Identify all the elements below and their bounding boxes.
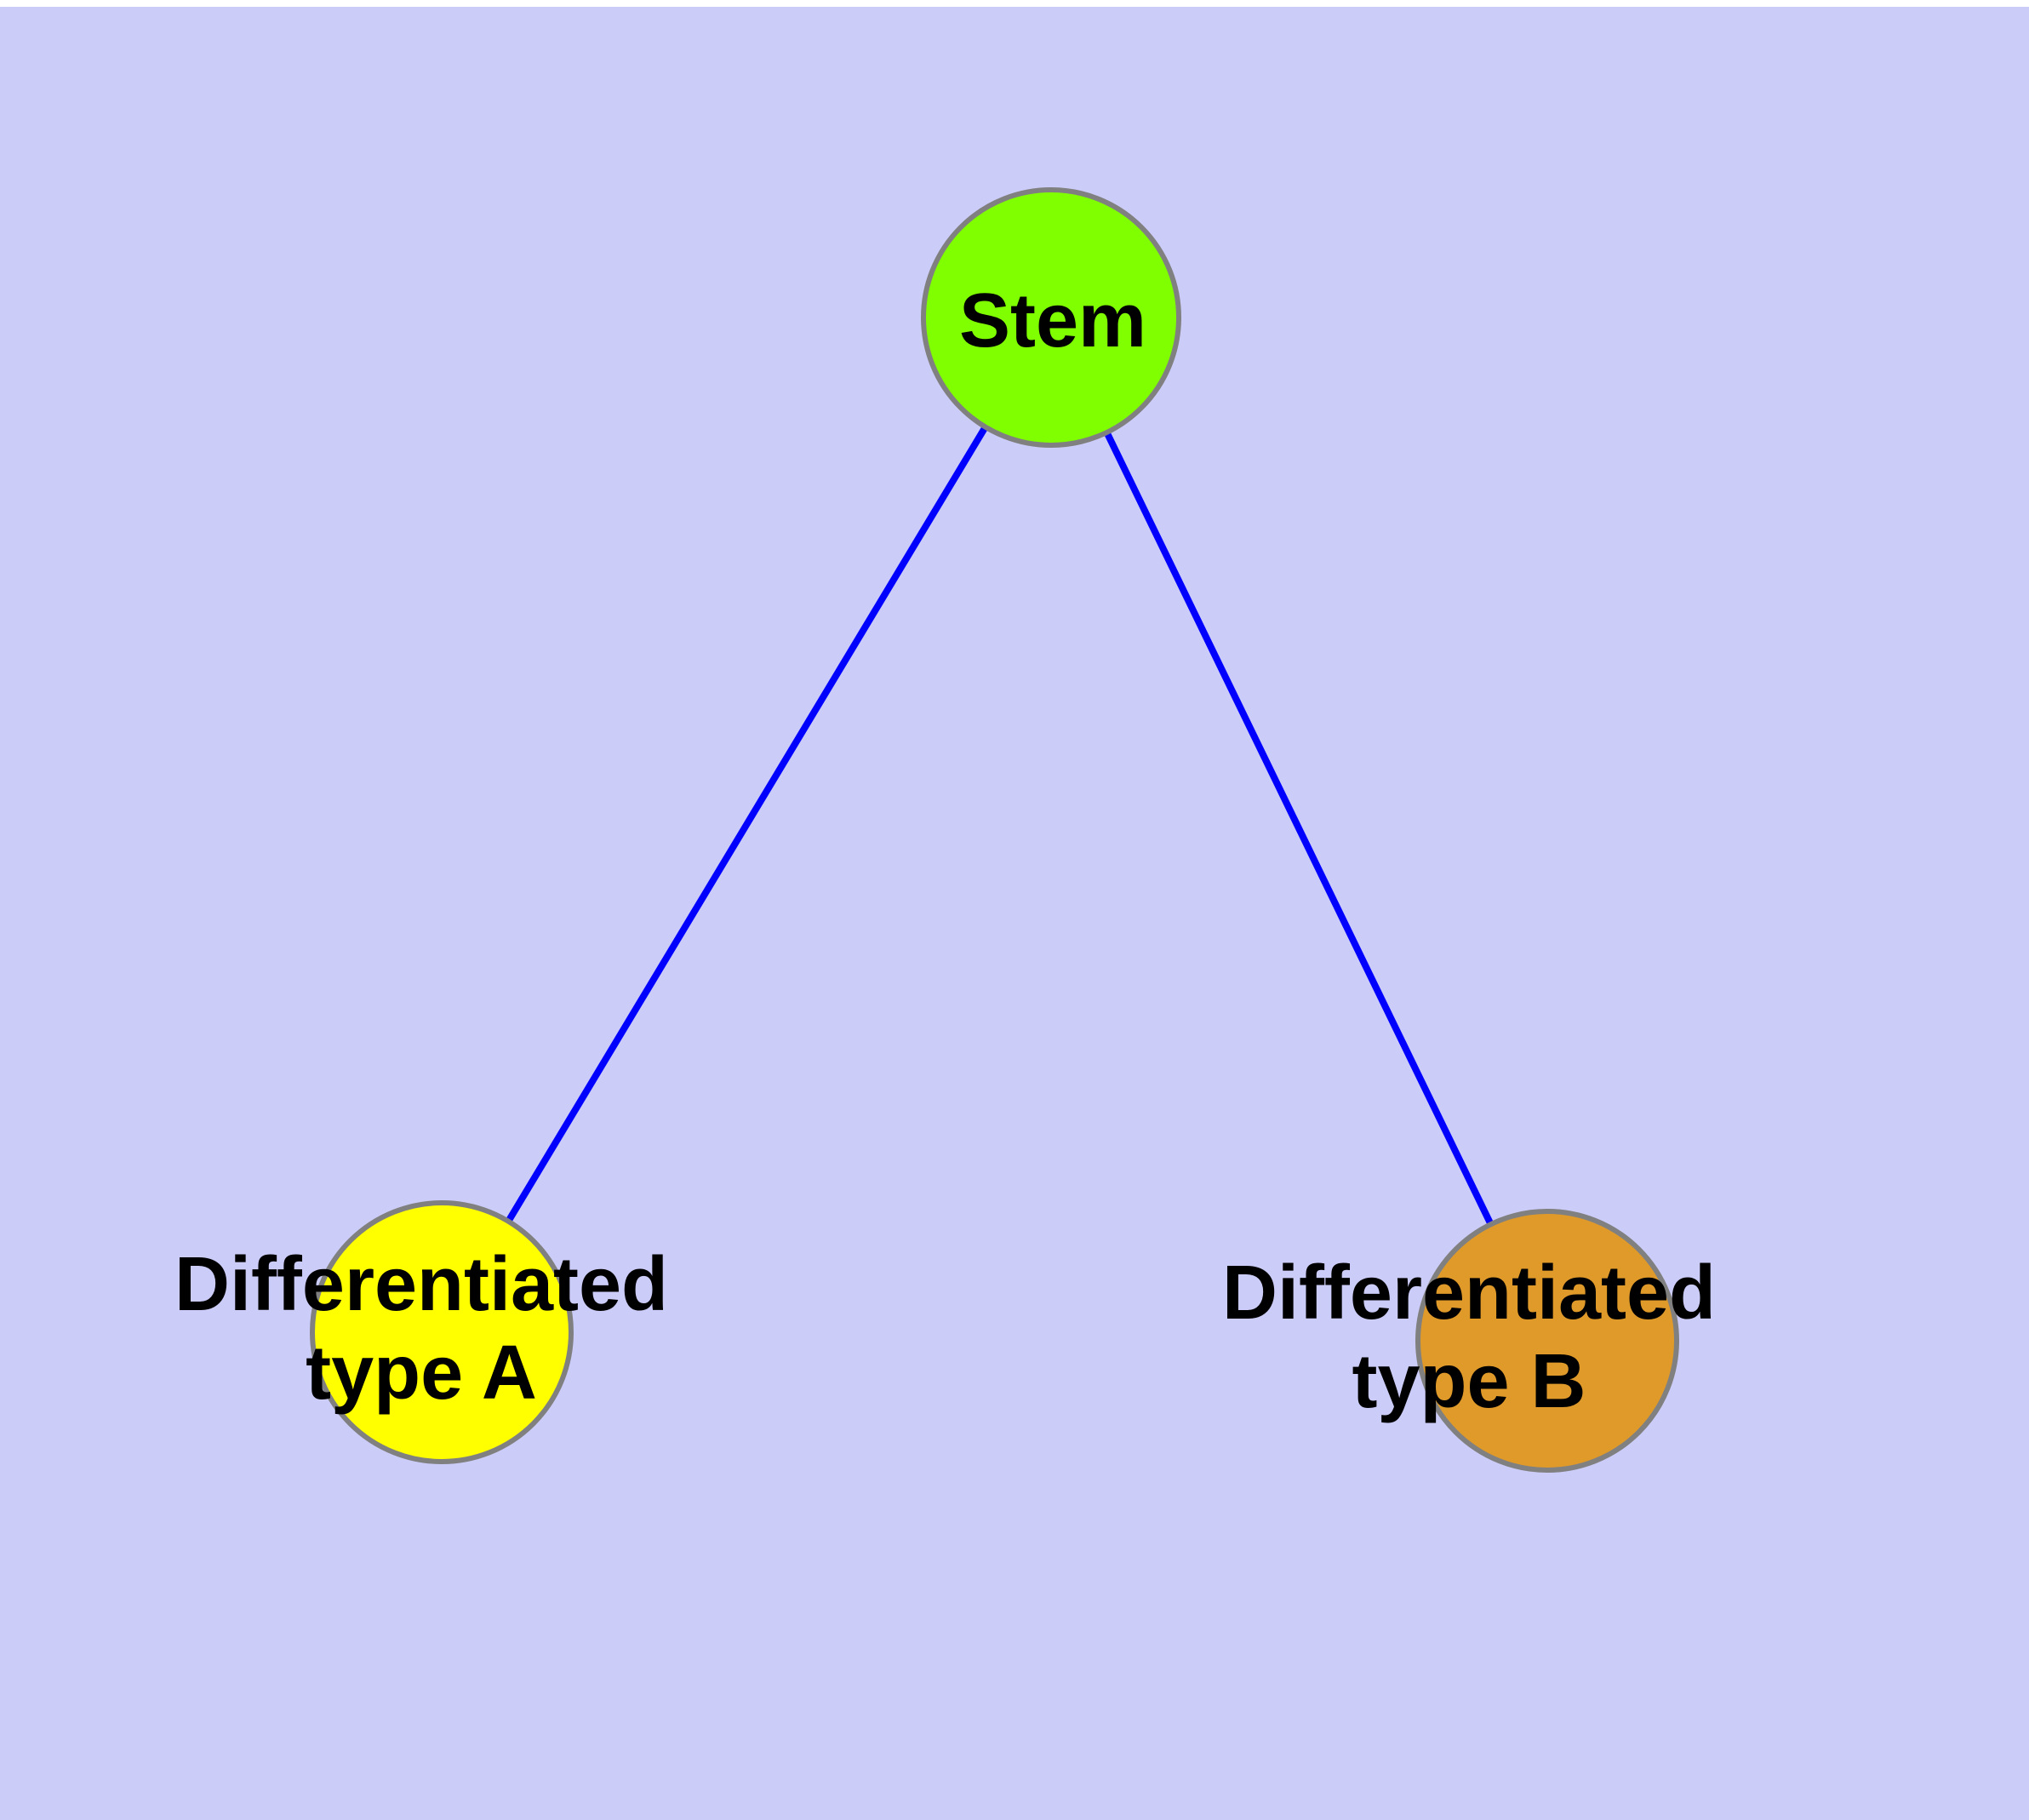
node-circle-diff_a[interactable]	[310, 1200, 574, 1464]
node-label-line: Differentiated	[174, 1242, 668, 1327]
node-label-line: type B	[1352, 1339, 1586, 1424]
edge-stem-diff_a[interactable]	[438, 315, 1055, 1335]
node-circle-stem[interactable]	[921, 187, 1181, 448]
node-label-line: Differentiated	[1222, 1251, 1716, 1336]
nodes-group	[310, 187, 1679, 1473]
edges-group	[438, 315, 1551, 1342]
node-label-stem: Stem	[959, 278, 1146, 363]
node-label-line: Stem	[959, 278, 1146, 363]
node-label-line: type A	[306, 1331, 537, 1416]
node-circle-diff_b[interactable]	[1415, 1209, 1679, 1473]
edge-stem-diff_b[interactable]	[1048, 316, 1551, 1342]
